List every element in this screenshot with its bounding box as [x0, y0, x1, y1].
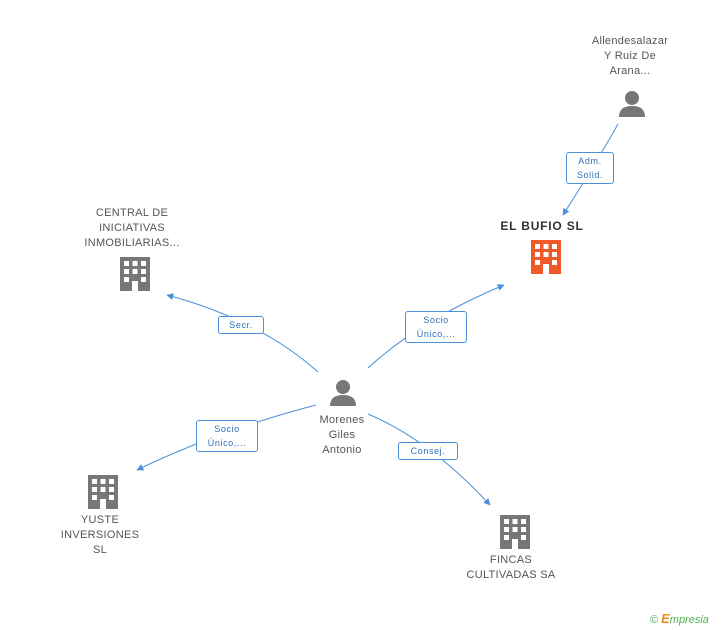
label-line: Y Ruiz De: [603, 50, 657, 62]
label-line: Morenes: [319, 414, 365, 426]
label-line: CULTIVADAS SA: [466, 569, 556, 581]
edge-tag-line: Adm.: [578, 156, 602, 166]
edge-tag-consej[interactable]: Consej.: [398, 442, 458, 460]
building-icon[interactable]: [120, 257, 150, 291]
building-icon[interactable]: [500, 515, 530, 549]
edge-tag-secr[interactable]: Secr.: [218, 316, 264, 334]
label-line: INMOBILIARIAS...: [84, 237, 180, 249]
edge-tag-line: Consej.: [410, 446, 446, 456]
copyright-icon: ©: [650, 614, 659, 626]
edge-tag-line: Socio: [214, 424, 240, 434]
node-label-morenes[interactable]: Morenes Giles Antonio: [302, 413, 382, 458]
building-icon[interactable]: [531, 240, 561, 274]
person-icon[interactable]: [619, 91, 645, 117]
node-label-yuste[interactable]: YUSTE INVERSIONES SL: [50, 513, 150, 558]
edge-tag-adm-solid[interactable]: Adm. Solid.: [566, 152, 614, 184]
edge-tag-line: Único,...: [416, 329, 456, 339]
node-label-allendesalazar[interactable]: Allendesalazar Y Ruiz De Arana...: [572, 34, 688, 79]
person-icon[interactable]: [330, 380, 356, 406]
label-line: Giles: [328, 429, 356, 441]
label-line: CENTRAL DE: [95, 207, 169, 219]
edge-tag-line: Socio: [423, 315, 449, 325]
label-line: EL BUFIO SL: [500, 219, 584, 233]
label-line: INICIATIVAS: [99, 222, 165, 234]
edge-tag-socio-yuste[interactable]: Socio Único,...: [196, 420, 258, 452]
label-line: YUSTE: [80, 514, 120, 526]
edge-tag-line: Único,...: [207, 438, 247, 448]
label-line: Antonio: [322, 444, 362, 456]
brand-footer: ©Empresia: [650, 611, 709, 626]
edge-tag-line: Solid.: [576, 170, 604, 180]
node-label-fincas[interactable]: FINCAS CULTIVADAS SA: [455, 553, 567, 583]
label-line: SL: [92, 544, 108, 556]
building-icon[interactable]: [88, 475, 118, 509]
node-label-el-bufio[interactable]: EL BUFIO SL: [482, 219, 602, 234]
brand-logo-e: E: [661, 611, 670, 626]
label-line: FINCAS: [489, 554, 533, 566]
label-line: Arana...: [609, 65, 651, 77]
brand-logo-text: mpresia: [669, 614, 709, 626]
label-line: Allendesalazar: [591, 35, 669, 47]
edge-tag-socio-bufio[interactable]: Socio Único,...: [405, 311, 467, 343]
node-label-central[interactable]: CENTRAL DE INICIATIVAS INMOBILIARIAS...: [72, 206, 192, 251]
label-line: INVERSIONES: [60, 529, 140, 541]
edge-tag-line: Secr.: [229, 320, 253, 330]
